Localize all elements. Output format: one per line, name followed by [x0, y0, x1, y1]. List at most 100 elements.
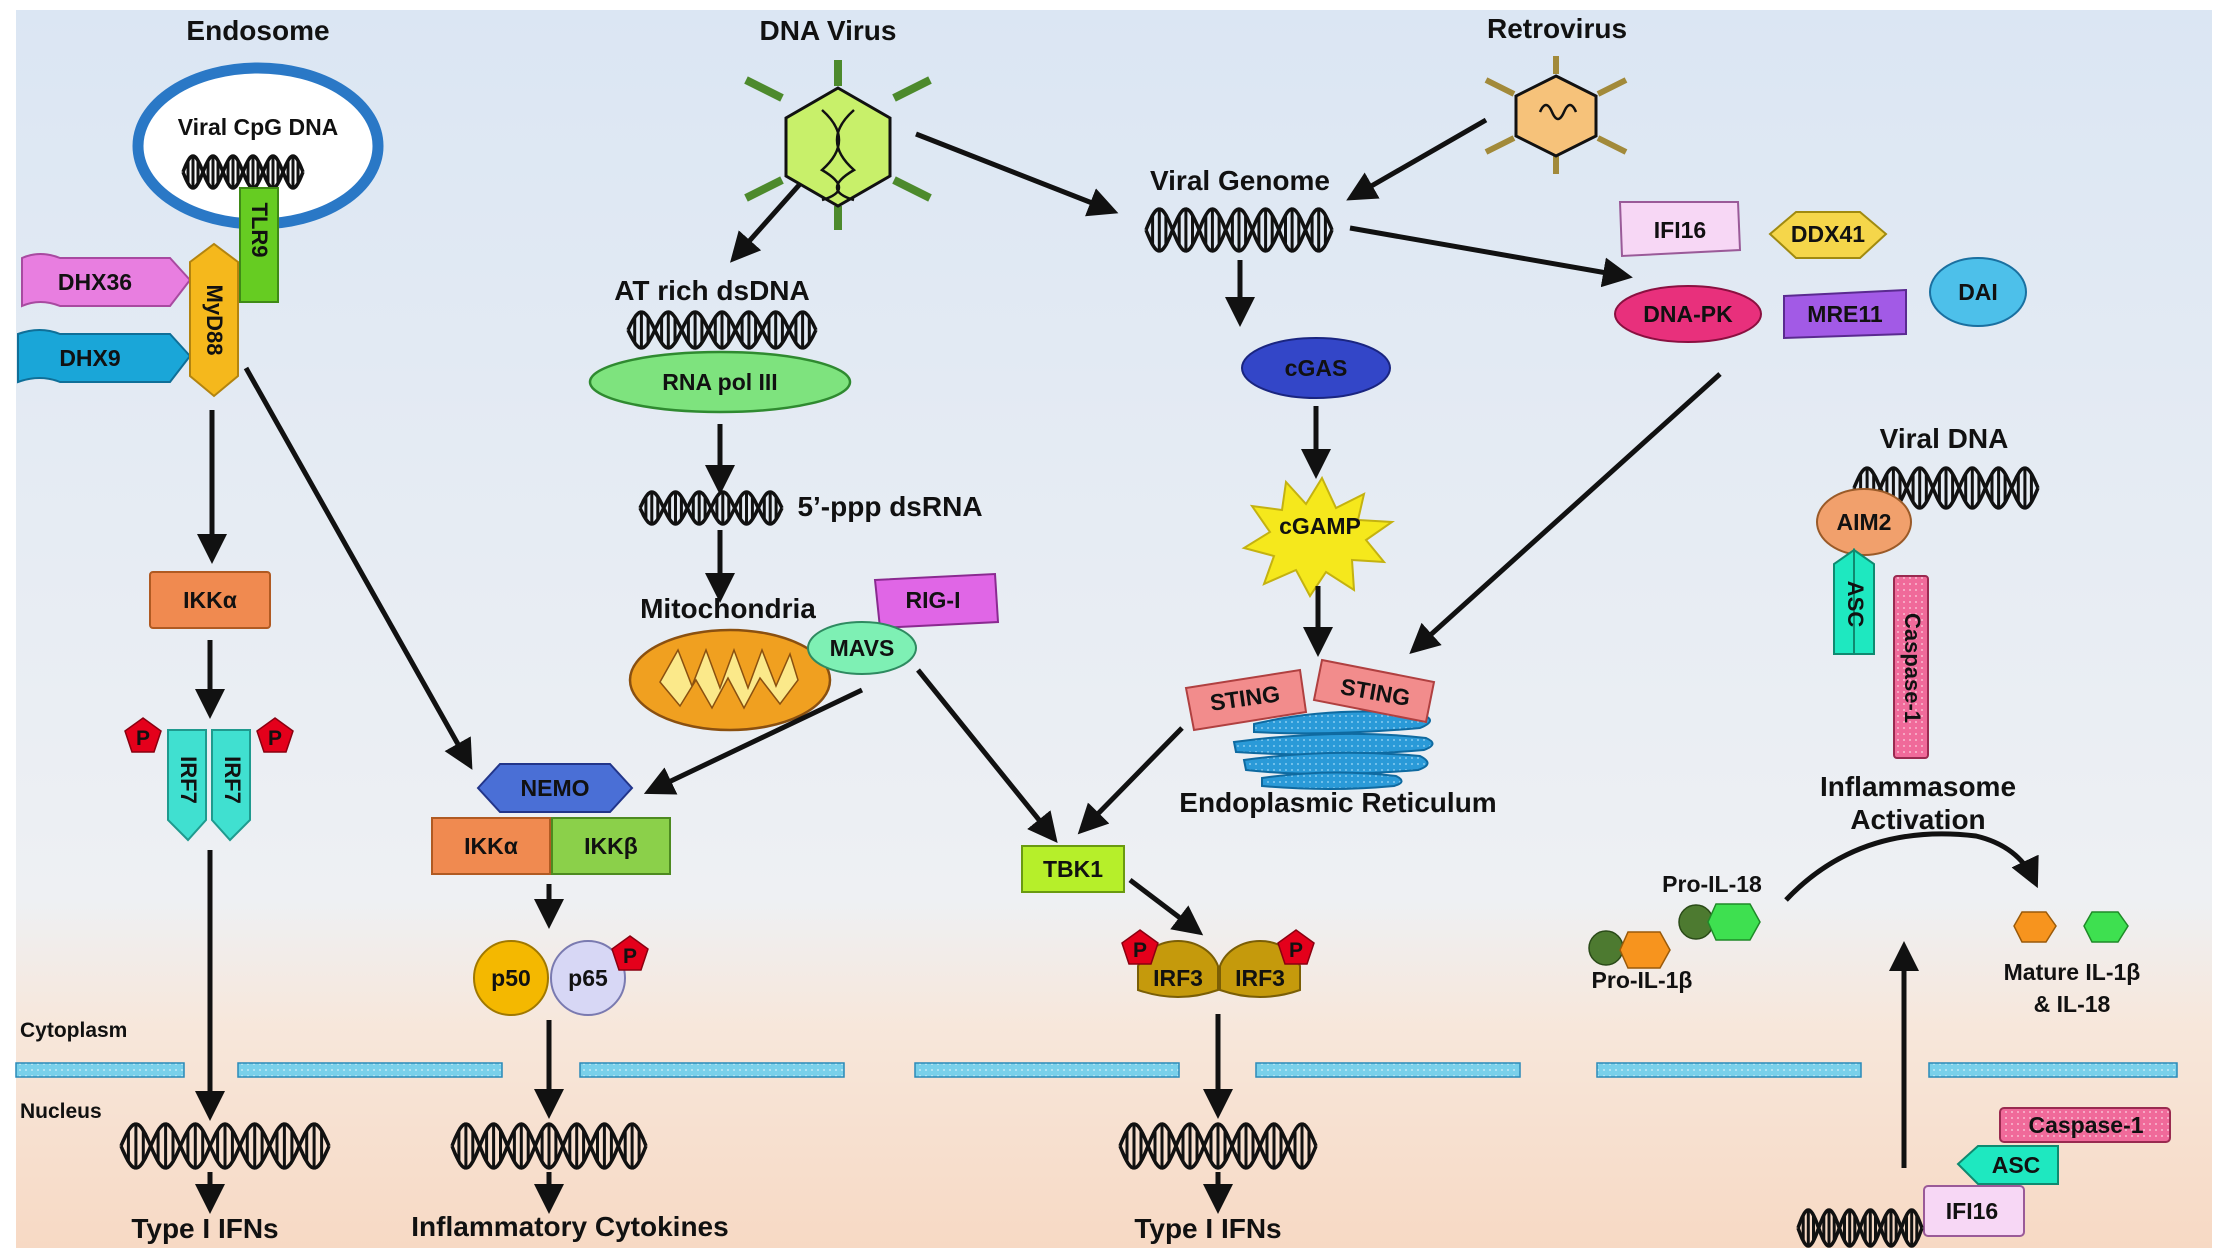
sting-a: STING — [1184, 668, 1308, 732]
dhx9-protein: DHX9 — [17, 329, 192, 384]
endosome-label: Endosome — [186, 15, 329, 46]
aim2-label: AIM2 — [1837, 509, 1892, 535]
phospho-irf3-a: P — [1121, 929, 1159, 965]
ikk-alpha-label: IKKα — [464, 833, 518, 859]
dai-sensor: DAI — [1929, 257, 2027, 327]
pro-il18-label: Pro-IL-18 — [1662, 871, 1762, 897]
dhx36-label: DHX36 — [58, 269, 132, 295]
ikk-alpha-left: IKKα — [149, 571, 271, 629]
irf7-a-label: IRF7 — [176, 756, 201, 804]
sting-b: STING — [1312, 658, 1436, 724]
phospho-irf7-b: P — [256, 717, 294, 753]
ddx41-sensor: DDX41 — [1768, 211, 1888, 259]
arrow-tbk1-irf3 — [1128, 878, 1204, 936]
inflammasome-label-1: Inflammasome — [1820, 771, 2016, 802]
dna-strand-b — [181, 154, 305, 190]
rna-pol-iii-label: RNA pol III — [662, 369, 777, 395]
mature-label-2: & IL-18 — [2034, 991, 2111, 1017]
dna-strand-b — [1118, 1122, 1318, 1170]
mitochondria-label: Mitochondria — [640, 593, 816, 624]
rig-i-label: RIG-I — [906, 587, 961, 613]
phospho-p65: P — [611, 935, 649, 971]
dna-type1-mid-icon — [1118, 1122, 1318, 1170]
inflammatory-cytokines-label: Inflammatory Cytokines — [411, 1211, 728, 1242]
pro-il1b-label: Pro-IL-1β — [1592, 967, 1693, 993]
nuclear-membrane — [15, 1062, 2178, 1078]
at-rich-dna-icon — [626, 310, 818, 350]
asc-adaptor: ASC — [1833, 548, 1875, 655]
tlr9-receptor: TLR9 — [239, 187, 279, 303]
arrow-myd88-nemo — [243, 366, 473, 770]
arrow-sting-tbk1 — [1077, 726, 1184, 835]
at-rich-label: AT rich dsDNA — [614, 275, 810, 306]
p50-label: p50 — [491, 965, 531, 991]
p50-subunit: p50 — [473, 940, 549, 1016]
dna-strand-b — [626, 310, 818, 350]
pro-il1b-protein — [1588, 930, 1671, 969]
dna-strand-b — [1144, 207, 1334, 253]
arrow-virus-atrich — [730, 182, 802, 263]
nuclear-viral-dna-icon — [1796, 1208, 1924, 1248]
dhx9-label: DHX9 — [59, 345, 120, 371]
cgas-label: cGAS — [1285, 355, 1348, 381]
nemo-label: NEMO — [521, 775, 590, 801]
dai-label: DAI — [1958, 279, 1998, 305]
dna-type1-left-icon — [119, 1122, 331, 1170]
caspase1-label: Caspase-1 — [1900, 613, 1925, 723]
inflammasome-label-2: Activation — [1850, 804, 1985, 835]
asc-nuclear: ASC — [1956, 1145, 2059, 1185]
cgas-enzyme: cGAS — [1241, 337, 1391, 399]
myd88-adaptor: MyD88 — [189, 242, 239, 398]
asc-nuc-label: ASC — [1992, 1152, 2041, 1178]
myd88-label: MyD88 — [202, 285, 227, 356]
dna-strand-a — [626, 310, 818, 350]
arrow-virus-genome — [915, 131, 1119, 217]
rna-pol-iii-complex: RNA pol III — [588, 350, 852, 414]
viral-cpg-dna-label: Viral CpG DNA — [178, 114, 339, 140]
dna-strand-a — [119, 1122, 331, 1170]
mre11-sensor: MRE11 — [1783, 288, 1907, 340]
dna-strand-b — [450, 1122, 648, 1170]
cgamp-label: cGAMP — [1279, 513, 1361, 539]
dna-strand-b — [638, 490, 784, 526]
ppp-dsrna-label: 5’-ppp dsRNA — [797, 491, 982, 522]
mature-il18-protein — [2083, 911, 2129, 943]
tlr9-label: TLR9 — [247, 203, 272, 258]
ikk-beta-protein: IKKβ — [551, 817, 671, 875]
svg-text:P: P — [136, 727, 150, 750]
ifi16-sensor: IFI16 — [1618, 201, 1742, 258]
viral-genome-dna-icon — [1144, 207, 1334, 253]
asc-label: ASC — [1843, 581, 1868, 628]
phospho-irf7-a: P — [124, 717, 162, 753]
svg-text:P: P — [623, 945, 637, 968]
dna-strand-a — [450, 1122, 648, 1170]
caspase1-nuc-label: Caspase-1 — [2028, 1112, 2143, 1138]
mavs-protein: MAVS — [807, 621, 917, 675]
nemo-protein: NEMO — [476, 763, 634, 813]
svg-text:P: P — [1133, 939, 1147, 962]
dna-strand-b — [119, 1122, 331, 1170]
ifi16-nuclear: IFI16 — [1923, 1185, 2025, 1237]
dna-strand-a — [1144, 207, 1334, 253]
rig-i-protein: RIG-I — [873, 572, 1000, 630]
p65-subunit: p65 — [550, 940, 626, 1016]
arrow-cleavage — [1784, 831, 2039, 902]
dhx36-protein: DHX36 — [21, 253, 192, 308]
arrow-retro-genome — [1346, 117, 1488, 201]
pro-il18-protein — [1678, 903, 1761, 941]
retrovirus-label: Retrovirus — [1487, 13, 1627, 44]
dna-virus-label: DNA Virus — [760, 15, 897, 46]
dna-strand-a — [1118, 1122, 1318, 1170]
er-membranes — [1232, 710, 1434, 790]
dna-strand-a — [1852, 466, 2040, 510]
viral-genome-label: Viral Genome — [1150, 165, 1330, 196]
mature-il1b-protein — [2013, 911, 2057, 943]
ifi16-label: IFI16 — [1654, 217, 1706, 243]
cytoplasm-label: Cytoplasm — [20, 1019, 127, 1042]
ikk-alpha-left-label: IKKα — [183, 587, 237, 613]
er-label: Endoplasmic Reticulum — [1179, 787, 1496, 818]
caspase1-nuclear: Caspase-1 — [1999, 1107, 2171, 1143]
arrow-genome-sensors — [1349, 225, 1633, 288]
